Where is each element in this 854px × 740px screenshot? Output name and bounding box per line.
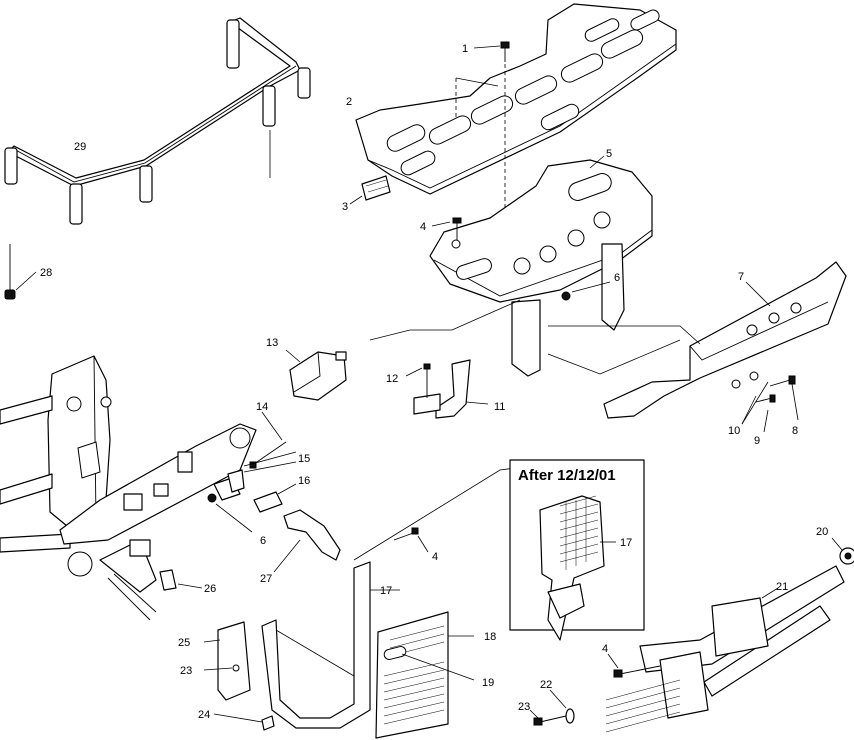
callout-3: 3 xyxy=(342,201,348,213)
callout-17: 17 xyxy=(380,585,392,597)
callout-7: 7 xyxy=(738,271,744,283)
callout-29: 29 xyxy=(74,141,86,153)
link-part-27 xyxy=(273,509,341,573)
side-plate-part-25 xyxy=(203,621,275,731)
bolt-part-4-upper xyxy=(431,217,462,240)
callout-19: 19 xyxy=(482,677,494,689)
leader-lines-rack xyxy=(369,299,701,375)
upper-rack-part-2 xyxy=(355,3,677,195)
clip-part-26 xyxy=(159,569,203,591)
callout-12: 12 xyxy=(386,373,398,385)
callout-16: 16 xyxy=(298,475,310,487)
callout-23-front: 23 xyxy=(518,701,530,713)
callout-6-lower: 6 xyxy=(260,535,266,547)
callout-1: 1 xyxy=(462,43,468,55)
inset-after-date xyxy=(509,459,645,641)
callout-28: 28 xyxy=(40,267,52,279)
front-bumper-part-21 xyxy=(605,565,845,733)
reflector-part-3 xyxy=(349,175,391,205)
lower-rack-part-5 xyxy=(429,155,653,377)
bracket-part-11 xyxy=(405,359,489,419)
callout-9: 9 xyxy=(754,435,760,447)
callout-11: 11 xyxy=(494,401,505,413)
callout-20: 20 xyxy=(816,526,828,538)
callout-14: 14 xyxy=(256,401,268,413)
rack-tube-part-29 xyxy=(4,17,311,225)
callout-labels: 1 2 3 4 4 4 5 6 6 7 8 9 10 11 12 13 14 1… xyxy=(40,43,828,721)
frame xyxy=(0,355,257,621)
tail-light-part-13 xyxy=(285,349,347,401)
grille-panel-part-18 xyxy=(375,611,475,739)
callout-24: 24 xyxy=(198,709,210,721)
callout-4-front: 4 xyxy=(602,643,608,655)
callout-6-upper: 6 xyxy=(614,272,620,284)
callout-15: 15 xyxy=(298,453,310,465)
bolt-part-4-lower xyxy=(393,527,429,553)
callout-2: 2 xyxy=(346,96,352,108)
callout-27: 27 xyxy=(260,573,272,585)
mount-hardware-parts-14-15-16 xyxy=(207,411,297,533)
callout-23-side: 23 xyxy=(180,665,192,677)
bolt-part-1 xyxy=(455,41,510,290)
front-fasteners-parts-22-23 xyxy=(529,653,661,726)
callout-4-upper: 4 xyxy=(420,221,426,233)
callout-25: 25 xyxy=(178,637,190,649)
callout-17-inset: 17 xyxy=(620,537,632,549)
callout-5: 5 xyxy=(606,148,612,160)
callout-26: 26 xyxy=(204,583,216,595)
bushing-part-20 xyxy=(831,537,854,565)
inset-title: After 12/12/01 xyxy=(518,467,616,484)
callout-21: 21 xyxy=(776,581,788,593)
screw-part-28 xyxy=(4,244,37,300)
callout-13: 13 xyxy=(266,337,278,349)
callout-8: 8 xyxy=(792,425,798,437)
callout-22: 22 xyxy=(540,679,552,691)
bumper-part-7 xyxy=(603,261,847,419)
fasteners-part-8-9-10 xyxy=(741,375,799,433)
callout-4-lower: 4 xyxy=(432,551,438,563)
callout-18: 18 xyxy=(484,631,496,643)
callout-10: 10 xyxy=(728,425,740,437)
nut-part-6 xyxy=(561,281,611,301)
